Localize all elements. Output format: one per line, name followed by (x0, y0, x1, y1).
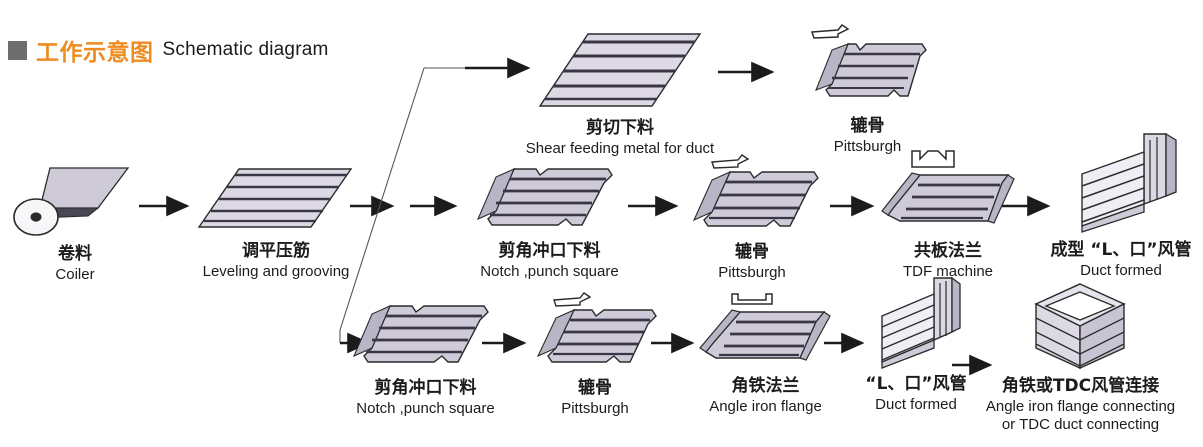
node-tdf-machine-label-en: TDF machine (902, 262, 994, 280)
pittsburgh-lock-profile-icon (810, 23, 850, 39)
node-tdf-machine-caption: 共板法兰 TDF machine (903, 241, 993, 281)
node-pittsburgh-top: 辘骨 Pittsburgh (790, 20, 945, 156)
node-tdf-machine: 共板法兰 TDF machine (868, 145, 1028, 281)
node-notch-punch-middle-caption: 剪角冲口下料 Notch ,punch square (480, 241, 618, 281)
angle-iron-profile-icon (731, 293, 773, 305)
node-pittsburgh-bottom-label-cn: 辘骨 (577, 378, 612, 398)
node-notch-punch-bottom: 剪角冲口下料 Notch ,punch square (338, 300, 513, 418)
node-pittsburgh-bottom-caption: 辘骨 Pittsburgh (561, 378, 629, 418)
tdf-flange-sheet-icon (868, 145, 1028, 237)
node-angle-iron-flange: 角铁法兰 Angle iron flange (688, 288, 843, 416)
square-bullet-icon (8, 40, 27, 60)
node-duct-connecting-label-en2: or TDC duct connecting (1001, 416, 1160, 434)
node-notch-punch-bottom-caption: 剪角冲口下料 Notch ,punch square (356, 378, 494, 418)
notched-sheet-icon (672, 152, 832, 236)
notched-sheet-icon (520, 290, 670, 372)
node-coiler-label-cn: 卷料 (58, 244, 92, 264)
node-notch-punch-middle: 剪角冲口下料 Notch ,punch square (462, 163, 637, 281)
node-leveling-label-cn: 调平压筋 (242, 241, 310, 261)
node-leveling-label-en: Leveling and grooving (202, 262, 350, 280)
node-angle-iron-flange-label-cn: 角铁法兰 (731, 376, 800, 396)
node-pittsburgh-bottom-label-en: Pittsburgh (561, 399, 629, 417)
node-tdf-machine-label-cn: 共板法兰 (914, 241, 982, 261)
box-duct-icon (958, 282, 1203, 374)
page-title: 工作示意图 Schematic diagram (8, 33, 329, 67)
node-shear-feeding: 剪切下料 Shear feeding metal for duct (500, 28, 740, 158)
coil-roll-icon (10, 160, 140, 238)
node-pittsburgh-middle-caption: 辘骨 Pittsburgh (718, 242, 786, 282)
node-coiler: 卷料 Coiler (10, 160, 140, 284)
l-bent-duct-icon (852, 276, 980, 372)
node-angle-iron-flange-label-en: Angle iron flange (709, 397, 822, 415)
angle-flange-sheet-icon (688, 288, 843, 372)
node-duct-connecting-label-cn: 角铁或TDC风管连接 (1001, 376, 1160, 396)
node-duct-formed-bottom-label-cn: “L、口”风管 (865, 374, 967, 394)
node-notch-punch-middle-label-en: Notch ,punch square (480, 262, 619, 280)
notched-sheet-icon (338, 300, 513, 372)
node-duct-formed-middle: 成型 “L、口”风管 Duct formed (1040, 130, 1202, 280)
notched-sheet-icon (790, 20, 945, 112)
node-duct-connecting: 角铁或TDC风管连接 Angle iron flange connecting … (958, 282, 1203, 434)
node-duct-connecting-caption: 角铁或TDC风管连接 Angle iron flange connecting … (986, 376, 1175, 434)
tdf-profile-icon (911, 150, 955, 168)
l-bent-duct-icon (1040, 130, 1202, 238)
node-coiler-caption: 卷料 Coiler (55, 244, 94, 284)
node-duct-formed-middle-caption: 成型 “L、口”风管 Duct formed (1050, 240, 1191, 280)
node-duct-formed-middle-label-en: Duct formed (1080, 261, 1162, 279)
node-leveling: 调平压筋 Leveling and grooving (193, 163, 359, 281)
branch-diagonal-line (339, 67, 425, 331)
node-duct-formed-bottom-label-en: Duct formed (875, 395, 957, 413)
node-notch-punch-bottom-label-cn: 剪角冲口下料 (374, 378, 477, 398)
node-leveling-caption: 调平压筋 Leveling and grooving (203, 241, 350, 281)
node-coiler-label-en: Coiler (55, 265, 95, 283)
node-angle-iron-flange-caption: 角铁法兰 Angle iron flange (709, 376, 822, 416)
node-pittsburgh-middle-label-en: Pittsburgh (718, 263, 786, 281)
node-pittsburgh-top-label-en: Pittsburgh (833, 137, 902, 155)
node-notch-punch-bottom-label-en: Notch ,punch square (356, 399, 495, 417)
notched-sheet-icon (462, 163, 637, 235)
grooved-sheet-icon (193, 163, 359, 235)
node-shear-feeding-label-cn: 剪切下料 (585, 118, 654, 138)
node-shear-feeding-label-en: Shear feeding metal for duct (525, 139, 715, 157)
page-title-cn: 工作示意图 (36, 40, 154, 66)
plain-grooved-sheet-icon (500, 28, 740, 112)
node-pittsburgh-bottom: 辘骨 Pittsburgh (520, 290, 670, 418)
node-pittsburgh-middle-label-cn: 辘骨 (734, 242, 769, 262)
node-shear-feeding-caption: 剪切下料 Shear feeding metal for duct (526, 118, 714, 158)
node-duct-formed-middle-label-cn: 成型 “L、口”风管 (1050, 240, 1192, 260)
pittsburgh-lock-profile-icon (711, 154, 750, 169)
page-title-en: Schematic diagram (162, 39, 329, 60)
node-notch-punch-middle-label-cn: 剪角冲口下料 (498, 241, 601, 261)
node-duct-connecting-label-en: Angle iron flange connecting (985, 397, 1176, 415)
node-pittsburgh-top-caption: 辘骨 Pittsburgh (834, 116, 902, 156)
node-duct-formed-bottom: “L、口”风管 Duct formed (852, 276, 980, 414)
node-pittsburgh-middle: 辘骨 Pittsburgh (672, 152, 832, 282)
node-pittsburgh-top-label-cn: 辘骨 (850, 116, 885, 136)
pittsburgh-lock-profile-icon (553, 292, 592, 307)
node-duct-formed-bottom-caption: “L、口”风管 Duct formed (865, 374, 966, 414)
